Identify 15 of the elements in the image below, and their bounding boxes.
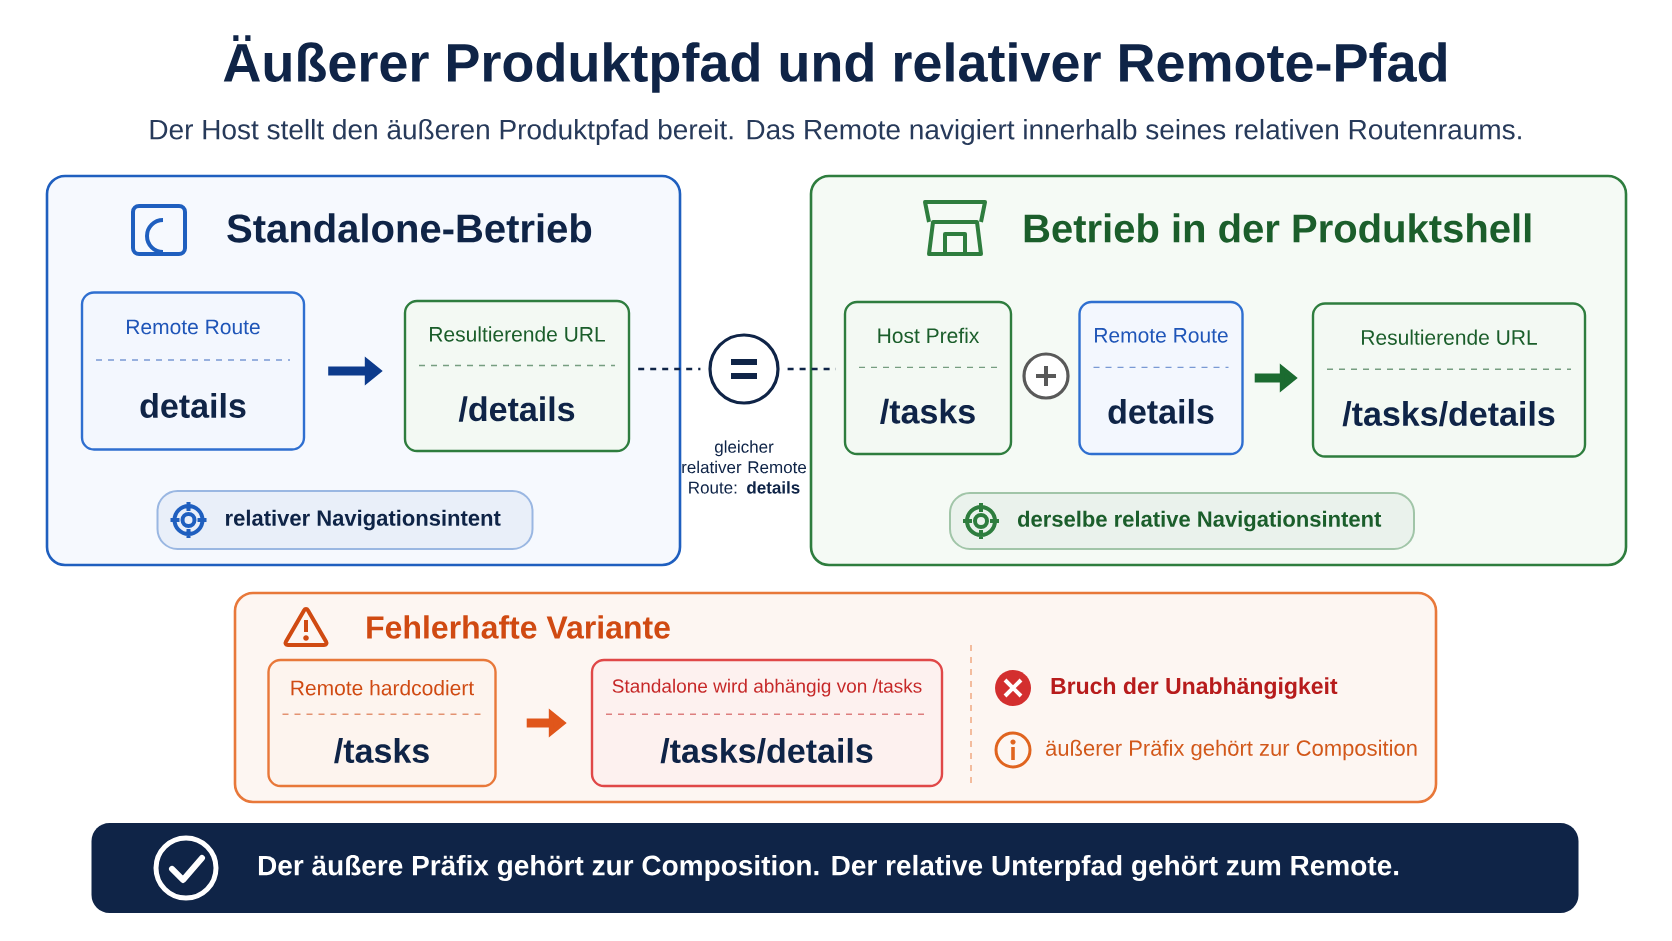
route-box: Remote Route details [80, 291, 306, 451]
intent-pill: derselbe relative Navigationsintent [949, 492, 1415, 550]
summary-bar: Der äußere Präfix gehört zur Composition. Der relative Unterpfad gehört zum Remote. [91, 823, 1579, 913]
title: Äußerer Produktpfad und relativer Remote-Pfad [223, 35, 1446, 93]
route-box: Resultierende URL /tasks/details [1311, 302, 1587, 458]
circle-caption: gleicher relativer Remote Route: details [682, 440, 807, 494]
route-box: Resultierende URL /details [403, 299, 631, 453]
route-box: Host Prefix /tasks [843, 300, 1013, 456]
route-box: Remote Route details [1078, 300, 1244, 456]
status-text: Bruch der Unabhängigkeit [1051, 677, 1338, 699]
subtitle: Der Host stellt den äußeren Produktpfad bereit. Das Remote navigiert innerhalb seines relativen Routenraums. [150, 118, 1521, 146]
route-box: Standalone wird abhängig von /tasks /tasks/details [590, 658, 944, 788]
note-text: äußerer Präfix gehört zur Composition [1046, 739, 1417, 761]
route-box: Remote hardcodiert /tasks [267, 658, 497, 788]
intent-pill: relativer Navigationsintent [156, 490, 534, 550]
